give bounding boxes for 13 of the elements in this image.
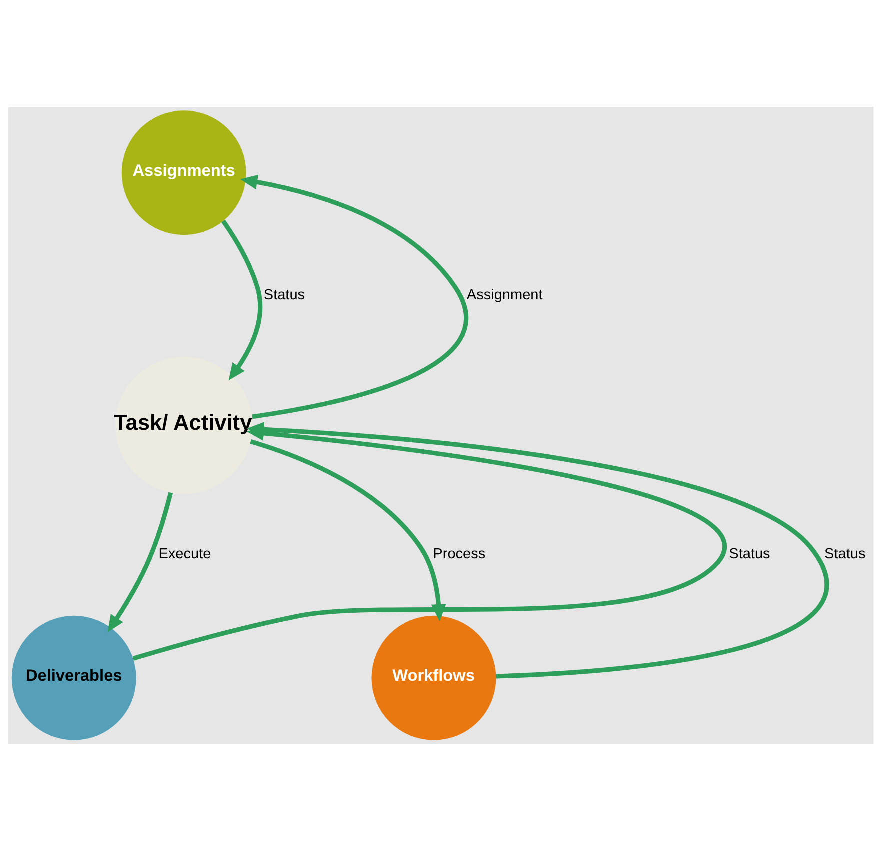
node-circle: Task/ Activity: [115, 356, 253, 494]
edge-label: Execute: [158, 546, 212, 562]
edge-label: Status: [264, 287, 306, 304]
arrow: [108, 492, 174, 632]
edge-label: Status: [824, 546, 866, 562]
edge-label: Process: [433, 546, 486, 562]
arrow: [222, 220, 263, 381]
node-circle: Assignments: [122, 110, 246, 236]
edge-label: Status: [729, 546, 770, 562]
edge-label: Assignment: [466, 287, 543, 304]
arrow: [240, 174, 468, 420]
node-circle: Deliverables: [12, 616, 136, 740]
node-circle: Workflows: [372, 616, 496, 740]
